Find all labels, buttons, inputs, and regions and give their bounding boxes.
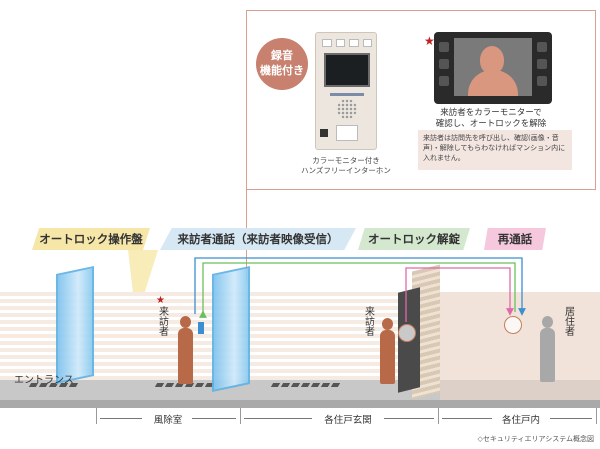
zone-unit-interior: 各住戸内 [501, 415, 540, 426]
intercom-speaker [337, 99, 357, 119]
doorbell-highlight [398, 324, 416, 342]
unit-floor [440, 380, 600, 400]
tab-autolock-panel: オートロック操作盤 [32, 228, 150, 250]
resident-label: 居住者 [562, 306, 574, 336]
indoor-monitor-highlight [504, 316, 522, 334]
monitor-caption: 来訪者をカラーモニターで 確認し、オートロックを解除 [435, 108, 547, 130]
glass-door-inner [212, 265, 250, 393]
star-icon: ★ [156, 295, 165, 306]
visitor-figure [176, 316, 196, 384]
visitor-silhouette-body [468, 70, 518, 96]
zone-unit-entrance: 各住戸玄関 [324, 415, 372, 426]
visitor-silhouette-head [480, 46, 504, 74]
intercom-screen [324, 53, 370, 87]
unit-interior-area [440, 292, 600, 382]
zone-vestibule: 風除室 [153, 415, 183, 426]
entrance-label: エントランス [14, 375, 74, 386]
intercom-buttons [322, 39, 372, 47]
tab-recall: 再通話 [484, 228, 546, 250]
monitor-note: 来訪者は訪問先を呼び出し、確認(画像・音声)・解除してもらわなければマンション内… [418, 130, 572, 170]
visitor-label: 来訪者 [156, 306, 168, 336]
intercom-talk-button [336, 125, 358, 141]
recording-badge: 録音 機能付き [256, 38, 308, 90]
monitor-screen [454, 38, 532, 96]
visitor-label: 来訪者 [362, 306, 374, 336]
star-icon: ★ [424, 34, 435, 48]
resident-figure [538, 316, 558, 382]
recording-badge-line1: 録音 [271, 49, 293, 63]
tab-autolock-unlock: オートロック解錠 [358, 228, 470, 250]
recording-badge-line2: 機能付き [260, 64, 304, 77]
visitor-figure [378, 318, 398, 384]
intercom-device-image [315, 32, 377, 150]
glass-door-outer [56, 265, 94, 385]
autolock-panel-device [198, 322, 204, 334]
color-monitor-image [434, 32, 552, 104]
floor-edge [0, 400, 600, 408]
tab-visitor-call: 来訪者通話（来訪者映像受信） [160, 228, 356, 250]
direction-arrows [270, 383, 341, 387]
intercom-caption: カラーモニター付き ハンズフリーインターホン [301, 156, 391, 175]
footnote: ◇セキュリティエリアシステム概念図 [477, 435, 594, 443]
